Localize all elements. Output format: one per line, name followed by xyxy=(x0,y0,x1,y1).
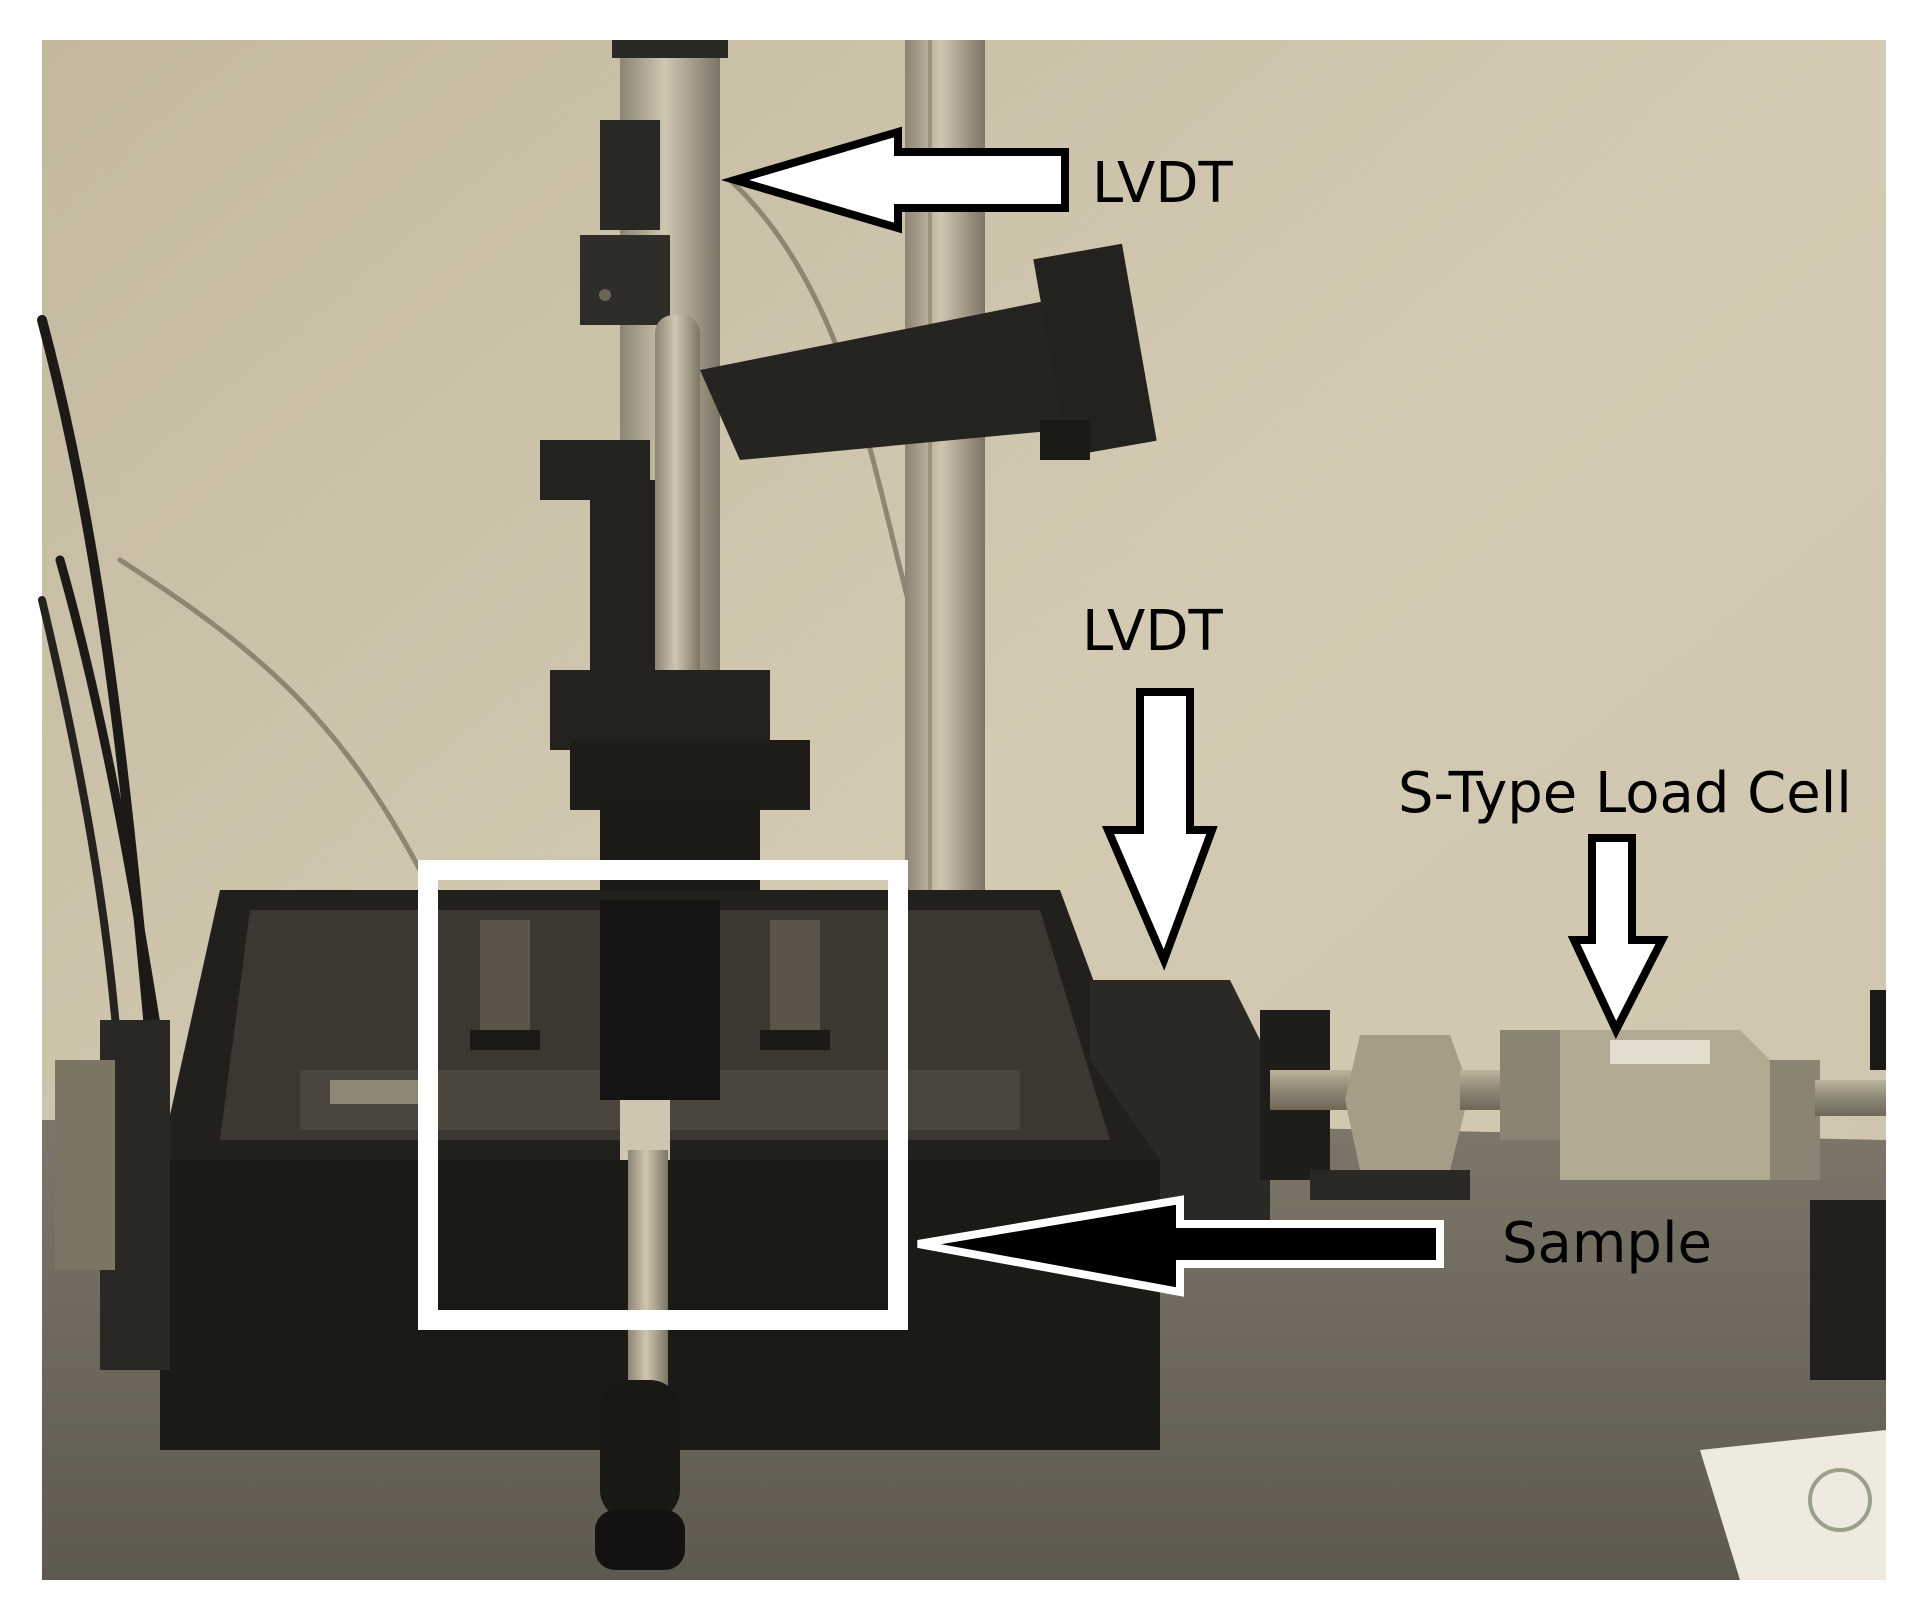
crossarm-clamp xyxy=(540,243,1157,680)
sample-highlight-box xyxy=(418,860,908,1330)
horizontal-load-train xyxy=(1090,980,1886,1380)
lvdt-mid-arrow-icon xyxy=(1101,688,1218,971)
lvdt-top-arrow-icon xyxy=(720,126,1069,234)
load-cell-body xyxy=(1560,1030,1770,1180)
hex-coupler xyxy=(1345,1035,1470,1170)
load-cell-label: S-Type Load Cell xyxy=(1398,761,1852,826)
lvdt-mid-label: LVDT xyxy=(1082,599,1223,664)
sample-arrow-icon xyxy=(917,1195,1444,1297)
load-cell-arrow-icon xyxy=(1567,834,1669,1040)
upper-grip-block xyxy=(600,900,720,1100)
sample-label: Sample xyxy=(1502,1211,1712,1276)
specimen xyxy=(595,1100,685,1570)
lower-knob xyxy=(600,1380,680,1520)
top-lvdt xyxy=(580,120,670,325)
grips xyxy=(470,900,830,1100)
lvdt-block xyxy=(1090,980,1270,1240)
lvdt-top-label: LVDT xyxy=(1092,151,1233,216)
top-lvdt-body xyxy=(600,120,660,230)
paper-note xyxy=(1700,1430,1886,1580)
